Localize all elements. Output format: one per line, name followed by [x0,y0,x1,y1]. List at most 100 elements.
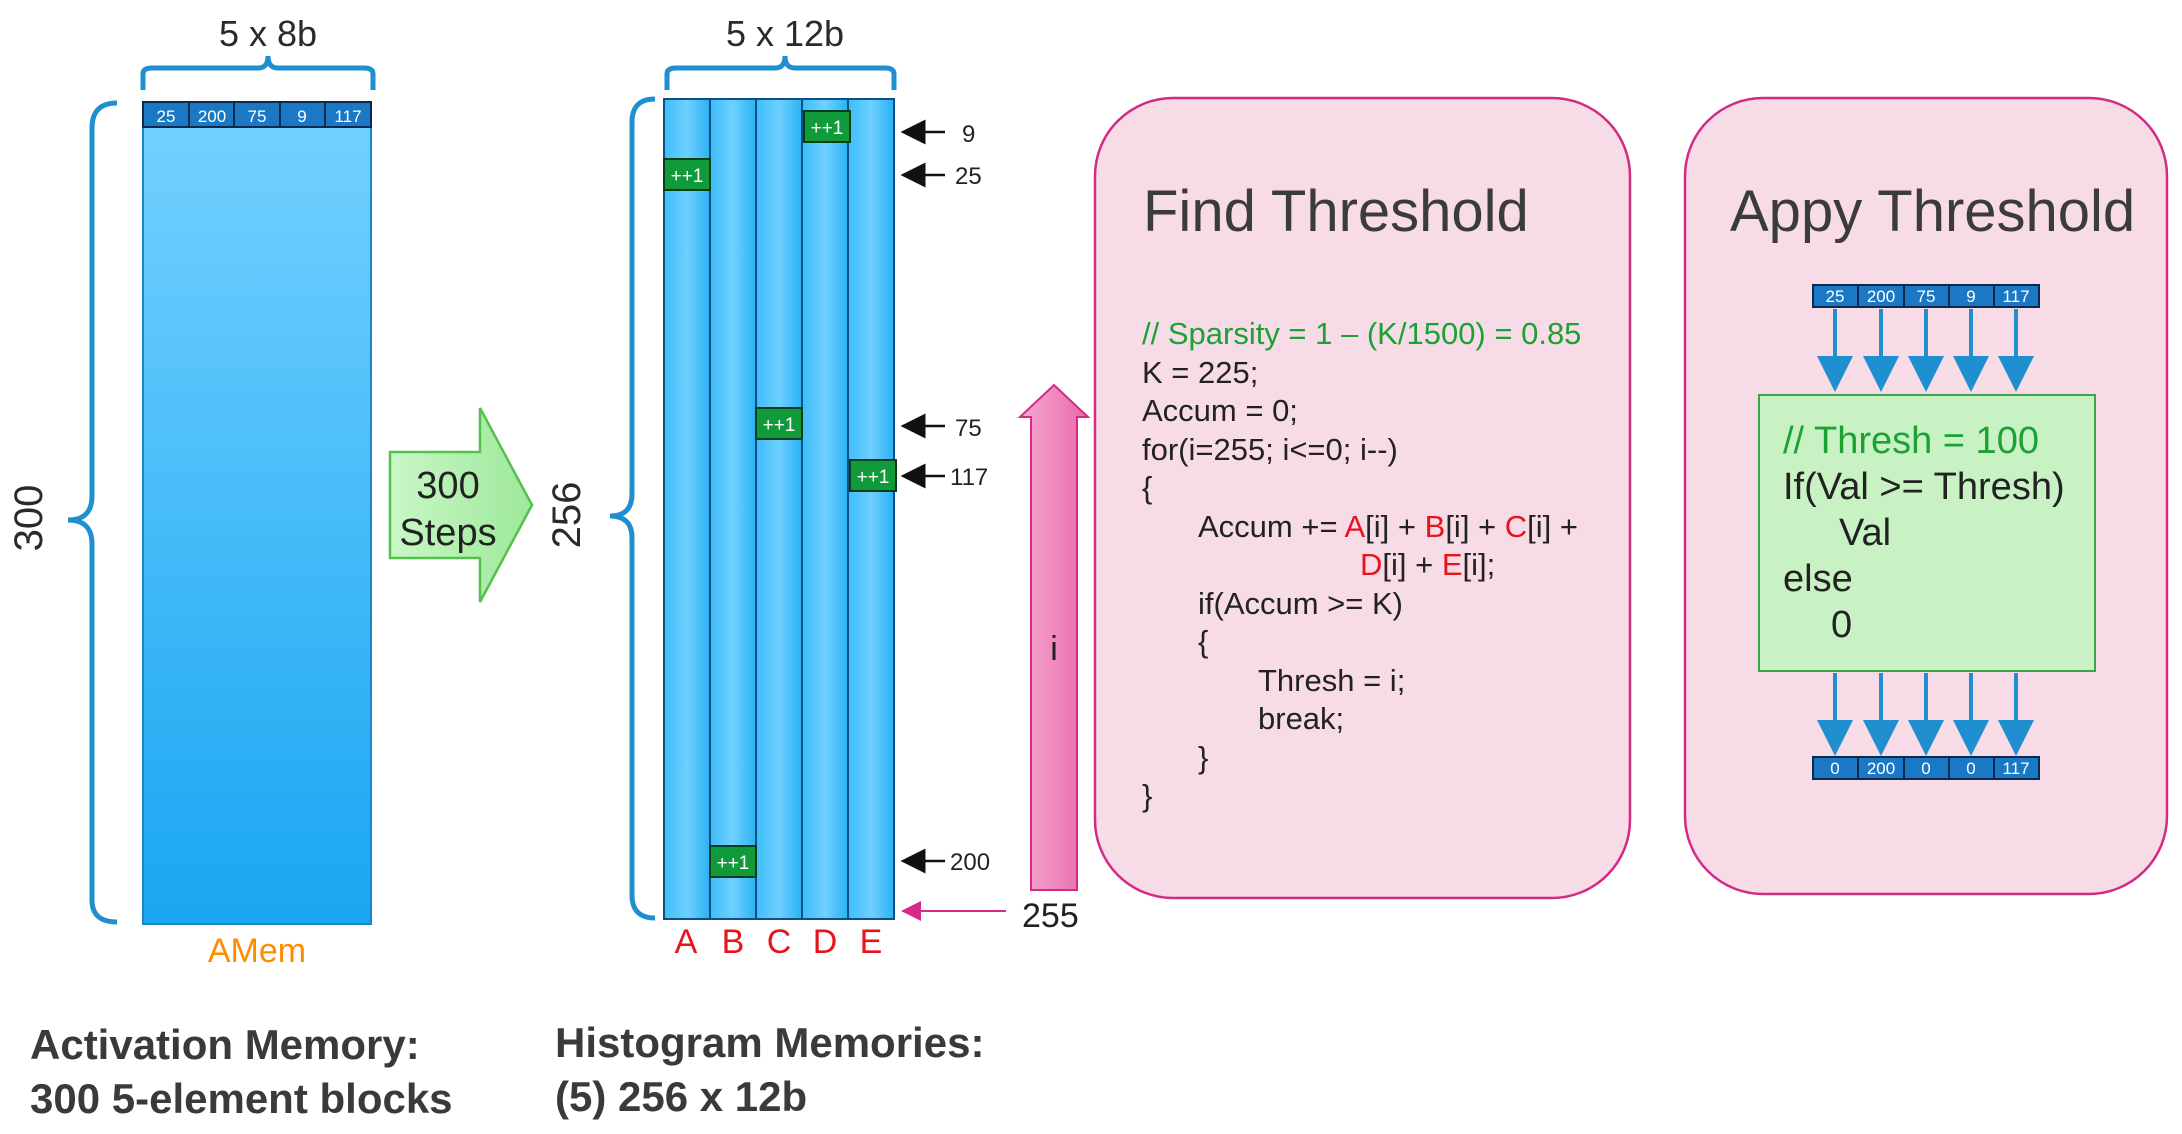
pointer-117: 117 [900,463,988,491]
histogram-col-label: A [675,923,698,961]
svg-text:++1: ++1 [717,853,750,874]
increment-a-25: ++1 [663,158,711,191]
input-cell: 25 [1826,287,1845,306]
activation-cell: 117 [334,107,361,126]
svg-text:255: 255 [1022,897,1079,935]
svg-text:200: 200 [950,849,990,876]
apply-line-zero: 0 [1831,604,1853,646]
code-line-accum-sum-cont: D[i] + E[i]; [1360,547,1496,582]
histogram-height-label: 256 [545,482,589,549]
steps-arrow: 300 Steps [388,407,534,603]
pointer-255: 255 [901,897,1079,935]
input-cell: 75 [1917,287,1936,306]
activation-cell: 75 [248,107,267,126]
code-line-k: K = 225; [1142,354,1259,390]
activation-memory-block [142,101,372,925]
find-threshold-code: // Sparsity = 1 – (K/1500) = 0.85 K = 22… [1142,315,1581,816]
activation-cell: 200 [198,107,226,126]
input-cell: 200 [1867,287,1895,306]
apply-line-else: else [1783,558,1853,600]
code-line-for: for(i=255; i<=0; i--) [1142,431,1398,467]
index-label: i [1050,630,1058,668]
index-up-arrow: i [1017,383,1091,891]
code-line-if: if(Accum >= K) [1198,585,1403,621]
histogram-caption-line1: Histogram Memories: [555,1019,985,1066]
activation-header-row: 25 200 75 9 117 [142,101,372,128]
code-line-thresh: Thresh = i; [1258,662,1406,698]
input-arrows [1817,309,2034,392]
pointer-9: 9 [900,119,975,148]
svg-text:++1: ++1 [811,118,844,139]
code-line-accum-init: Accum = 0; [1142,393,1298,428]
activation-caption-line2: 300 5-element blocks [30,1075,453,1122]
output-arrows [1817,673,2034,756]
activation-width-label: 5 x 8b [219,13,317,54]
increment-b-200: ++1 [709,845,757,878]
code-line-open-brace: { [1142,470,1153,505]
svg-text:++1: ++1 [763,415,796,436]
svg-text:9: 9 [962,121,975,148]
input-cell: 9 [1966,287,1975,306]
code-line-close-brace: } [1142,778,1153,813]
threshold-logic-box [1758,394,2096,672]
histogram-width-label: 5 x 12b [726,13,844,54]
apply-line-val: Val [1839,512,1892,554]
apply-threshold-code: // Thresh = 100 If(Val >= Thresh) Val el… [1783,418,2065,648]
sparsity-comment: // Sparsity = 1 – (K/1500) = 0.85 [1142,316,1582,351]
input-cell: 117 [2002,287,2029,306]
activation-height-label: 300 [7,485,51,552]
pointer-75: 75 [900,413,982,442]
histogram-top-bracket [664,55,897,90]
steps-word-label: Steps [399,512,496,554]
code-line-open-brace-2: { [1198,624,1209,659]
find-threshold-panel [1093,96,1632,900]
histogram-col-label: B [722,923,745,961]
svg-text:117: 117 [950,464,988,491]
input-cells-row: 25 200 75 9 117 [1812,284,2040,308]
code-line-break: break; [1258,701,1345,736]
activation-cell: 9 [297,107,306,126]
steps-count-label: 300 [416,465,479,507]
increment-c-75: ++1 [755,407,803,440]
histogram-col-label: E [860,923,883,961]
apply-threshold-title: Appy Threshold [1730,179,2136,244]
histogram-column-c [755,98,803,920]
histogram-caption: Histogram Memories: (5) 256 x 12b [555,1016,984,1124]
histogram-col-label: D [813,923,838,961]
activation-caption: Activation Memory: 300 5-element blocks [30,1018,453,1126]
histogram-caption-line2: (5) 256 x 12b [555,1073,808,1120]
histogram-column-e [847,98,895,920]
pointer-200: 200 [900,848,990,876]
thresh-comment: // Thresh = 100 [1783,420,2039,462]
output-cell: 117 [2002,759,2029,778]
output-cell: 0 [1830,759,1839,778]
code-line-accum-sum: Accum += A[i] + B[i] + C[i] + [1198,508,1579,544]
histogram-column-d [801,98,849,920]
increment-d-9: ++1 [803,110,851,143]
activation-memory-group: 5 x 8b 300 25 200 75 9 117 AMem [7,13,376,970]
activation-left-bracket [67,100,118,925]
histogram-left-bracket [609,96,656,921]
pointer-25: 25 [900,162,982,190]
svg-text:++1: ++1 [671,166,704,187]
histogram-column-a [663,98,711,920]
histogram-col-label: C [767,923,792,961]
apply-threshold-group: 25 200 75 9 117 0 20 [1683,96,2169,896]
output-cell: 200 [1867,759,1895,778]
output-cells-row: 0 200 0 0 117 [1812,756,2040,780]
code-line-close-brace-2: } [1198,739,1209,775]
output-cell: 0 [1966,759,1975,778]
amem-label: AMem [208,932,306,970]
activation-cell: 25 [157,107,176,126]
output-cell: 0 [1921,759,1930,778]
svg-text:25: 25 [955,163,982,190]
histogram-memory-group: 5 x 12b 256 ++1 ++1 ++1 ++1 ++1 [545,13,1079,961]
svg-text:++1: ++1 [857,467,890,488]
activation-caption-line1: Activation Memory: [30,1021,420,1068]
find-threshold-title: Find Threshold [1143,179,1529,244]
histogram-column-b [709,98,757,920]
apply-line-if: If(Val >= Thresh) [1783,466,2065,508]
activation-top-bracket [140,55,376,90]
svg-text:75: 75 [955,415,982,442]
